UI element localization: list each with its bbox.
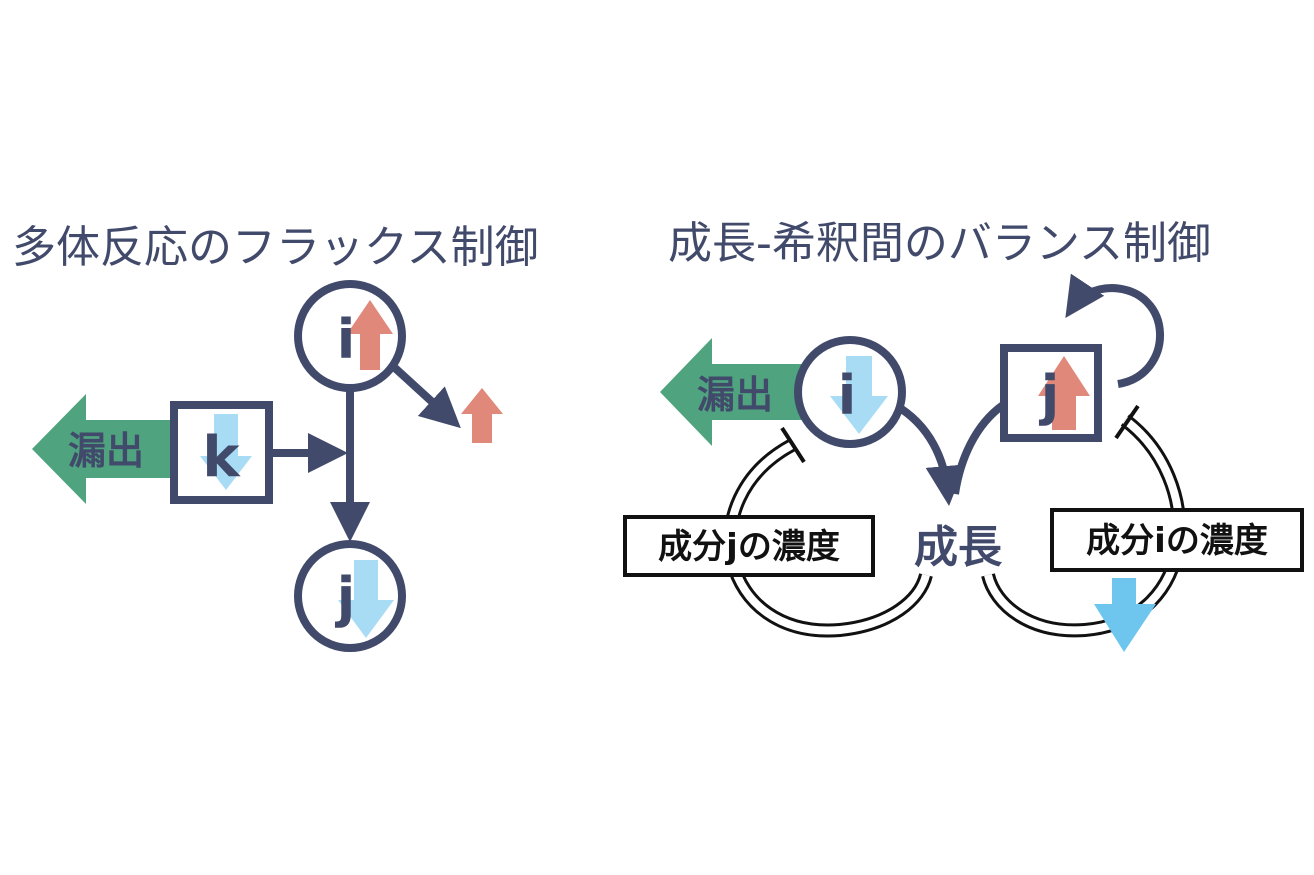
right-leak-label: 漏出 [697, 373, 773, 417]
node-k: k [170, 401, 273, 504]
right-panel: 成長-希釈間のバランス制御 漏出 i [623, 218, 1304, 652]
node-j-right: j [1000, 344, 1102, 442]
i-outflow-arrow [392, 365, 461, 429]
j-to-growth-arrow [951, 401, 1006, 495]
right-panel-title: 成長-希釈間のバランス制御 [668, 218, 1211, 269]
growth-label: 成長 [914, 522, 1003, 573]
left-leak-label: 漏出 [68, 429, 144, 473]
node-i-right: i [794, 336, 906, 448]
concentration-j-label: 成分jの濃度 [658, 527, 840, 567]
j-up-arrow-right [1038, 356, 1090, 430]
i-to-growth-arrow [892, 401, 966, 506]
left-panel-title: 多体反応のフラックス制御 [12, 222, 539, 273]
concentration-i-label: 成分iの濃度 [1086, 521, 1268, 561]
feedback-j-inhibits-i [723, 426, 933, 638]
node-i-right-label: i [838, 364, 857, 427]
i-up-arrow-left [347, 300, 393, 370]
node-i-left: i [294, 280, 406, 392]
j-down-arrow-left [338, 560, 394, 638]
i-down-arrow-right [830, 356, 888, 434]
node-k-label: k [202, 425, 241, 490]
left-panel: 多体反応のフラックス制御 漏出 k i j [12, 222, 539, 652]
left-leak-arrow [32, 394, 200, 504]
k-down-arrow [200, 414, 252, 490]
node-i-left-label: i [337, 308, 356, 371]
concentration-j-box: 成分jの濃度 [623, 515, 875, 577]
outflow-up-arrow [461, 388, 503, 443]
node-j-right-label: j [1039, 364, 1060, 427]
concentration-i-down-arrow [1094, 578, 1156, 652]
node-j-left-label: j [335, 566, 356, 629]
concentration-i-box: 成分iの濃度 [1050, 508, 1304, 572]
j-self-loop-arrow [1065, 273, 1164, 388]
node-j-left: j [294, 540, 406, 652]
right-leak-arrow [660, 338, 815, 446]
